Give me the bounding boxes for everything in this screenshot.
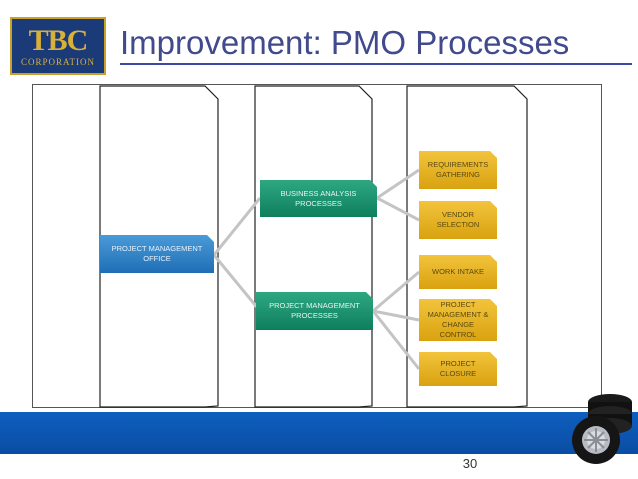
node-label: PROJECT MANAGEMENT & CHANGE CONTROL [427, 300, 489, 339]
node-project-closure: PROJECT CLOSURE [419, 352, 497, 386]
page-number: 30 [462, 456, 478, 471]
connector-ba-req [376, 168, 420, 200]
node-label: VENDOR SELECTION [436, 210, 480, 229]
node-label: PROJECT CLOSURE [439, 359, 477, 378]
node-label: PROJECT MANAGEMENT OFFICE [111, 244, 203, 263]
tire-stack-icon [572, 394, 632, 464]
node-work-intake: WORK INTAKE [419, 255, 497, 289]
node-project-management-change-control: PROJECT MANAGEMENT & CHANGE CONTROL [419, 299, 497, 341]
connector-pm-intake [372, 270, 420, 313]
connector-pmo-pm [212, 254, 262, 312]
connector-pm-change [372, 309, 420, 322]
slide-title: Improvement: PMO Processes [120, 24, 570, 61]
footer-band [0, 412, 638, 454]
node-project-management-processes: PROJECT MANAGEMENT PROCESSES [256, 292, 373, 330]
node-label: WORK INTAKE [432, 267, 484, 276]
connector-pm-closure [371, 310, 421, 370]
node-vendor-selection: VENDOR SELECTION [419, 201, 497, 239]
node-business-analysis-processes: BUSINESS ANALYSIS PROCESSES [260, 180, 377, 217]
node-requirements-gathering: REQUIREMENTS GATHERING [419, 151, 497, 189]
node-label: BUSINESS ANALYSIS PROCESSES [280, 188, 357, 208]
tbc-logo: TBC CORPORATION [10, 17, 106, 75]
node-project-management-office: PROJECT MANAGEMENT OFFICE [100, 235, 214, 273]
title-underline [120, 63, 632, 65]
connector-ba-vendor [376, 196, 420, 222]
lane-2 [254, 85, 373, 408]
connector-pmo-ba [212, 197, 262, 256]
logo-subtitle: CORPORATION [20, 56, 95, 67]
logo-wordmark: TBC [28, 23, 89, 57]
node-label: REQUIREMENTS GATHERING [427, 160, 489, 179]
node-label: PROJECT MANAGEMENT PROCESSES [269, 301, 360, 320]
